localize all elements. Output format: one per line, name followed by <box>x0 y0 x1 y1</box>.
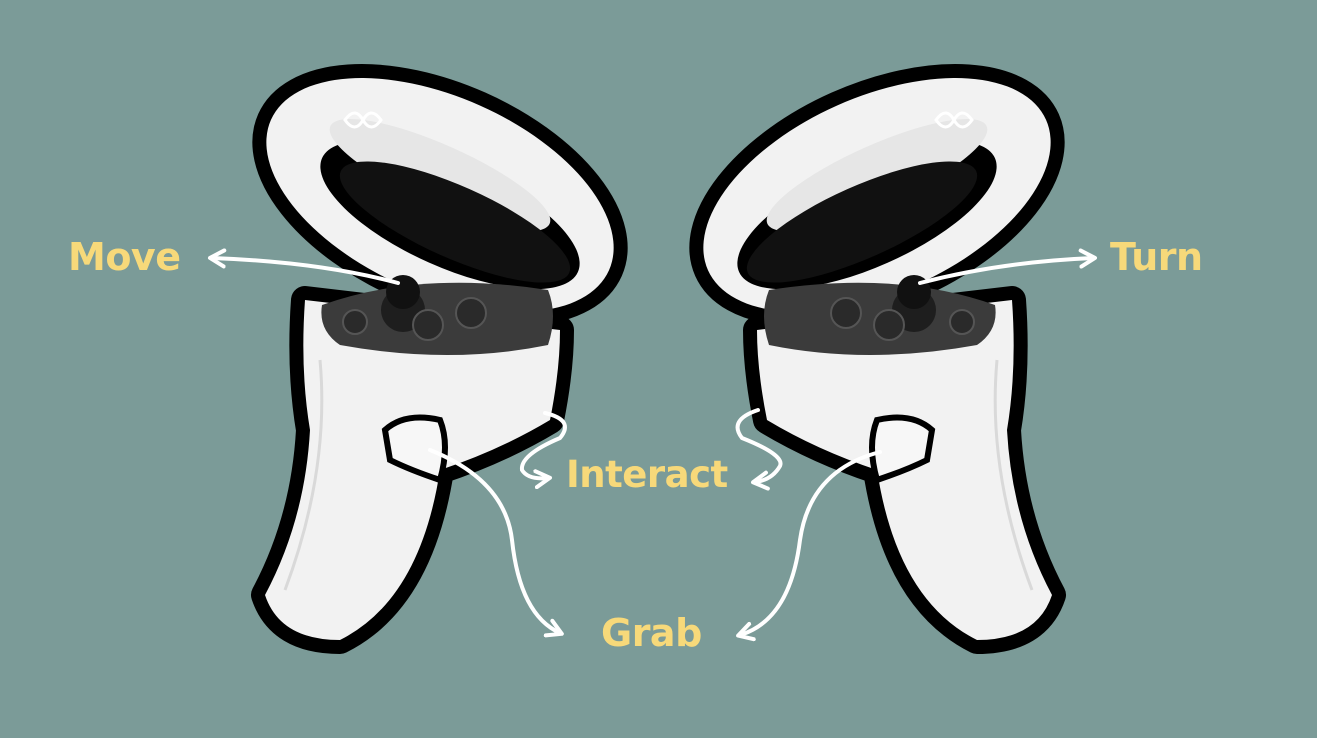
label-interact: Interact <box>566 453 728 496</box>
arrow-move <box>208 248 400 285</box>
meta-logo-icon <box>343 111 383 129</box>
arrow-interact-left <box>519 411 567 490</box>
right-controller-icon <box>689 64 1066 654</box>
label-move: Move <box>68 235 181 279</box>
arrow-grab-left <box>428 448 564 638</box>
label-grab: Grab <box>601 611 702 655</box>
left-controller-icon <box>251 64 628 654</box>
arrow-turn <box>918 248 1097 285</box>
arrow-grab-right <box>736 450 882 642</box>
arrow-interact-right <box>735 408 783 491</box>
label-turn: Turn <box>1110 235 1203 279</box>
